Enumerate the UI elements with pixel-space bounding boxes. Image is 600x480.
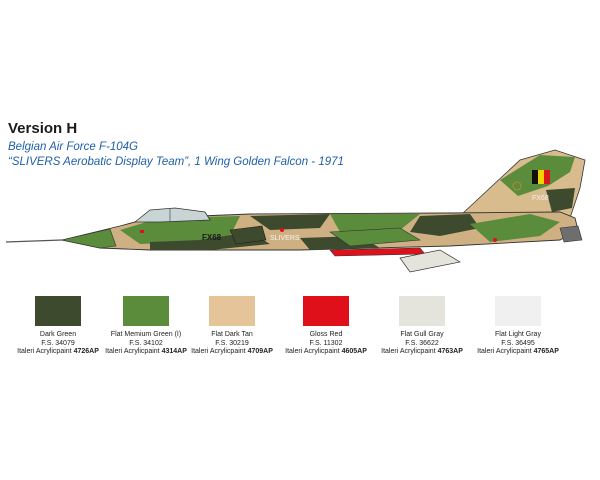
color-swatches: Dark Green F.S. 34079 Italeri Acrylicpai… xyxy=(0,296,600,366)
tail-code: FX68 xyxy=(532,195,549,202)
color-name: Flat Gull Gray xyxy=(400,331,444,338)
paint-code: 4765AP xyxy=(533,348,559,356)
color-name: Flat Memium Green (I) xyxy=(110,331,182,338)
pitot-probe xyxy=(5,239,63,243)
color-chip xyxy=(123,296,169,326)
paint-prefix: Italeri Acrylicpaint xyxy=(477,348,532,356)
swatch-flat-medium-green: Flat Memium Green (I) F.S. 34102 Italeri… xyxy=(98,296,194,357)
paint-prefix: Italeri Acrylicpaint xyxy=(17,348,72,356)
exhaust xyxy=(559,225,583,243)
unit-subtitle: “SLIVERS Aerobatic Display Team”, 1 Wing… xyxy=(8,156,344,168)
swatch-gloss-red: Gloss Red F.S. 11302 Italeri Acrylicpain… xyxy=(278,296,374,357)
fs-code: F.S. 36495 xyxy=(501,339,535,347)
paint-prefix: Italeri Acrylicpaint xyxy=(105,348,160,356)
aircraft-subtitle: Belgian Air Force F-104G xyxy=(8,141,138,153)
wing xyxy=(329,227,421,247)
fuselage-serial: FX68 xyxy=(202,233,222,242)
color-name: Flat Dark Tan xyxy=(211,331,253,338)
swatch-flat-gull-gray: Flat Gull Gray F.S. 36622 Italeri Acryli… xyxy=(374,296,470,357)
paint-code: 4605AP xyxy=(341,348,367,356)
color-name: Gloss Red xyxy=(309,331,343,338)
air-intake xyxy=(229,225,267,245)
color-name: Dark Green xyxy=(39,331,77,338)
fs-code: F.S. 34102 xyxy=(129,339,163,347)
color-chip xyxy=(303,296,349,326)
swatch-dark-green: Dark Green F.S. 34079 Italeri Acrylicpai… xyxy=(10,296,106,357)
fs-code: F.S. 30219 xyxy=(215,339,249,347)
belgian-flag xyxy=(532,170,538,184)
color-name: Flat Light Gray xyxy=(495,331,541,338)
version-title: Version H xyxy=(8,120,78,137)
aircraft-profile: FX68 FX68 SLIVERS xyxy=(5,149,586,273)
fs-code: F.S. 11302 xyxy=(309,339,343,347)
paint-code: 4763AP xyxy=(437,348,463,356)
paint-code: 4314AP xyxy=(161,348,187,356)
color-chip xyxy=(209,296,255,326)
paint-prefix: Italeri Acrylicpaint xyxy=(191,348,246,356)
color-chip xyxy=(35,296,81,326)
canopy xyxy=(133,207,211,223)
unit-badge xyxy=(512,181,522,191)
paint-prefix: Italeri Acrylicpaint xyxy=(381,348,436,356)
swatch-flat-dark-tan: Flat Dark Tan F.S. 30219 Italeri Acrylic… xyxy=(184,296,280,357)
paint-prefix: Italeri Acrylicpaint xyxy=(285,348,340,356)
paint-code: 4726AP xyxy=(73,348,99,356)
color-chip xyxy=(495,296,541,326)
team-name-marking: SLIVERS xyxy=(270,235,300,242)
ventral-fin xyxy=(399,249,461,273)
fs-code: F.S. 36622 xyxy=(405,339,439,347)
nose-cone xyxy=(61,228,117,249)
color-chip xyxy=(399,296,445,326)
fs-code: F.S. 34079 xyxy=(41,339,75,347)
swatch-flat-light-gray: Flat Light Gray F.S. 36495 Italeri Acryl… xyxy=(470,296,566,357)
paint-code: 4709AP xyxy=(247,348,273,356)
